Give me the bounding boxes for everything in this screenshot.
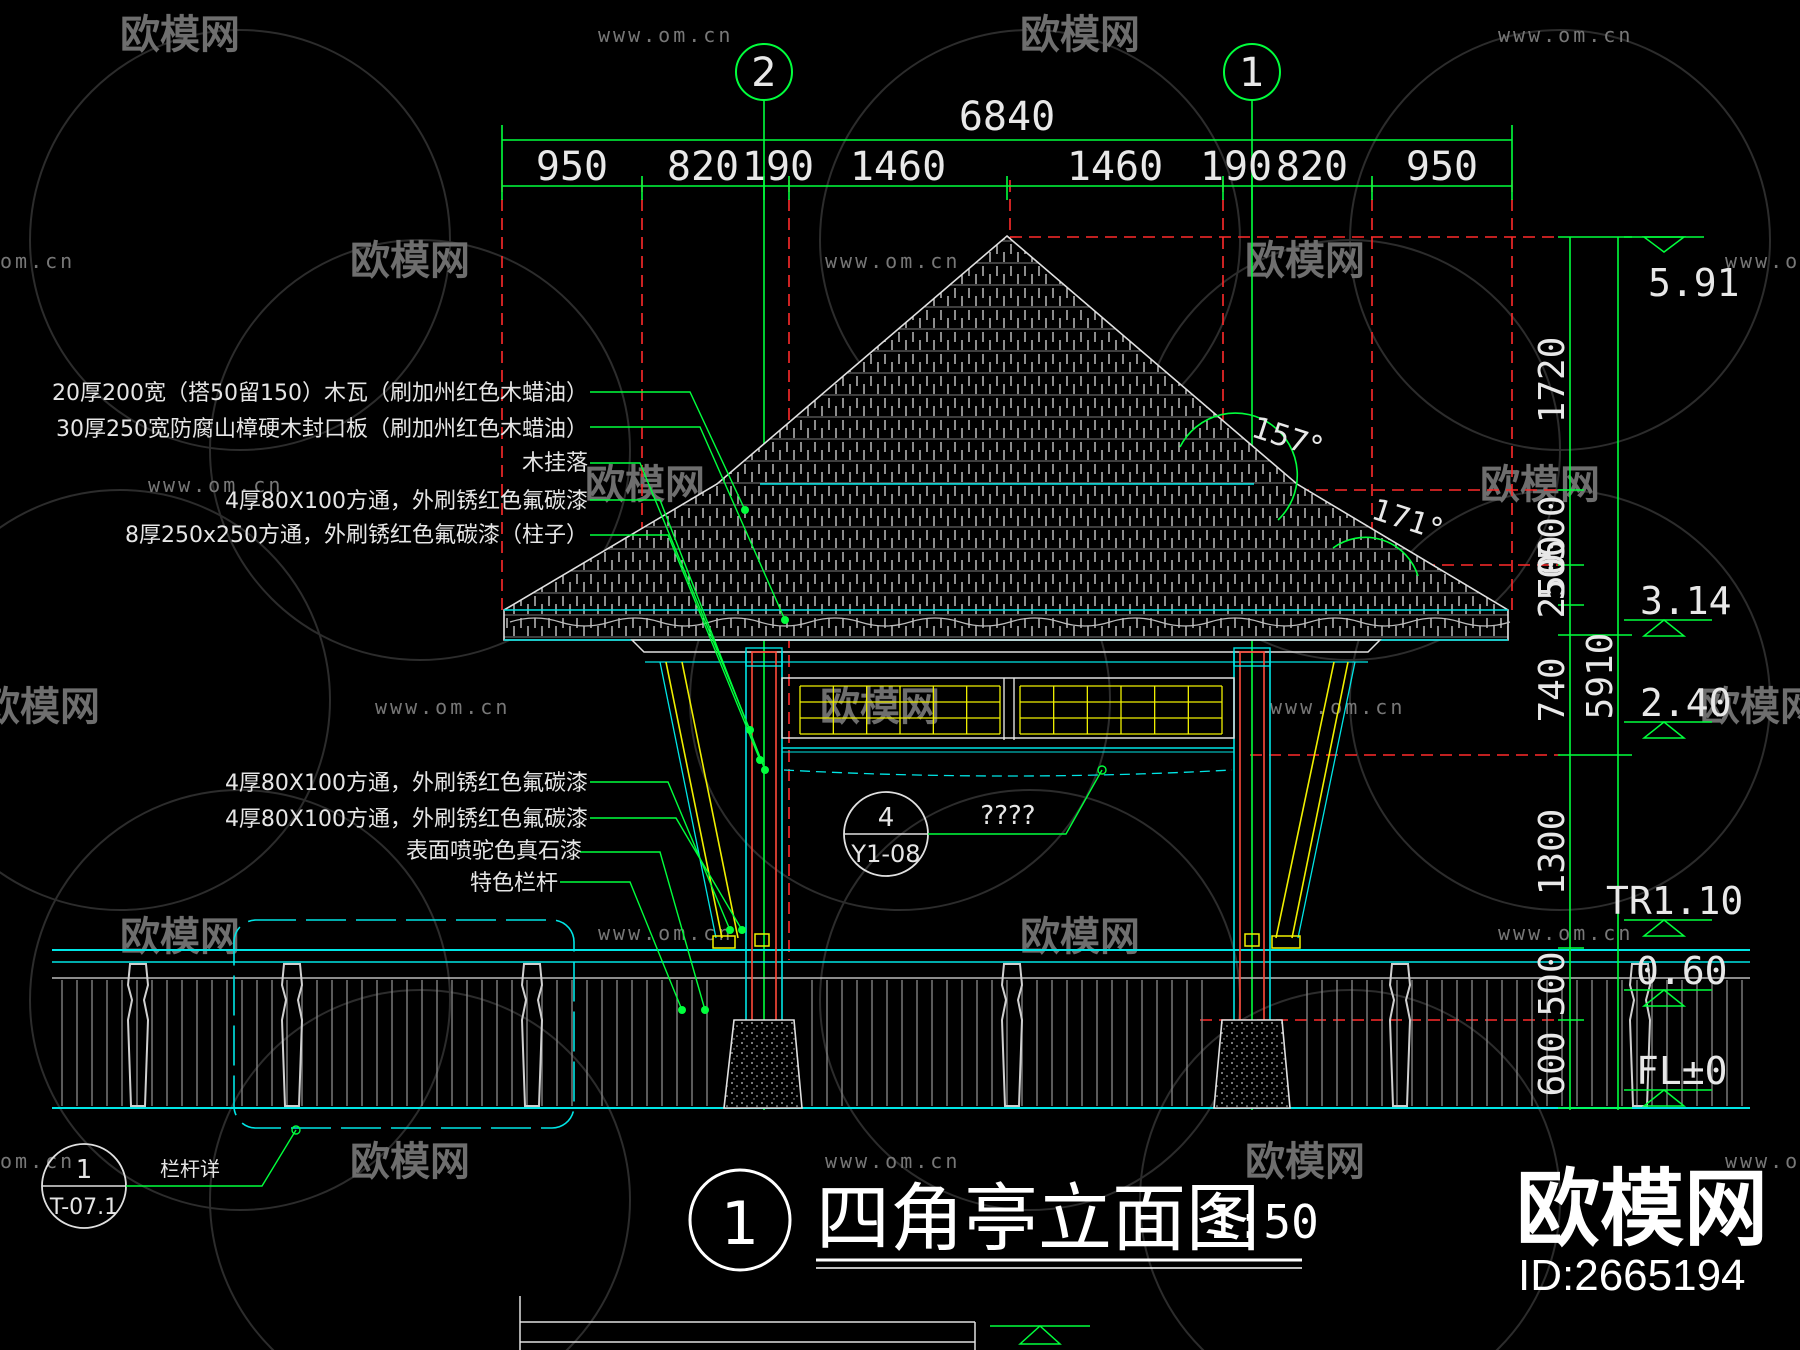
detail-ref-note: ????	[980, 801, 1035, 831]
detail-ref-sheet: Y1-08	[850, 840, 920, 868]
top-dimensions: 6840 950 820 190 1460 1460 190 820 950	[501, 94, 1513, 200]
dim-segment: 820	[1276, 144, 1348, 190]
detail-reference-railing: 1 T-07.1 栏杆详	[41, 919, 575, 1229]
watermark-url: www.om.cn	[1725, 249, 1800, 273]
dim-segment: 190	[742, 144, 814, 190]
annotation-stone-paint: 表面喷驼色真石漆	[406, 839, 582, 864]
watermark-url: www.om.cn	[1498, 921, 1633, 945]
watermark-url: om.cn	[0, 1149, 75, 1173]
annotation-steel-tube: 4厚80X100方通，外刷锈红色氟碳漆	[225, 771, 588, 796]
hanging-lattice	[781, 677, 1235, 777]
dim-segment: 190	[1200, 144, 1272, 190]
level-value: 5.91	[1648, 261, 1740, 305]
title-scale: 1:50	[1208, 1195, 1319, 1249]
railing-post	[520, 963, 544, 1107]
level-value: FL±0	[1636, 1049, 1728, 1093]
level-markers: 5.91 3.14 2.40 TR1.10 0.60 FL±0	[1606, 236, 1743, 1107]
logo-name: 欧模网	[1516, 1160, 1768, 1258]
watermark-url: www.om.cn	[825, 1149, 960, 1173]
railing-post	[280, 963, 304, 1107]
dim-vertical: 740	[1532, 657, 1573, 722]
dim-vertical: 600	[1532, 1031, 1573, 1096]
watermark-url: www.om.cn	[375, 695, 510, 719]
watermark-brand: 欧模网	[1245, 238, 1365, 284]
watermark-url: www.om.cn	[1498, 23, 1633, 47]
railing	[52, 949, 1750, 1109]
level-value: 3.14	[1640, 579, 1732, 623]
level-value: 0.60	[1636, 949, 1728, 993]
railing-post	[1000, 963, 1024, 1107]
watermark-url: om.cn	[0, 249, 75, 273]
watermark-brand: 欧模网	[1245, 1139, 1365, 1185]
dim-segment: 1460	[1067, 144, 1163, 190]
watermark-brand: 欧模网	[350, 1139, 470, 1185]
watermark-url: www.om.cn	[825, 249, 960, 273]
annotation-column-tube: 8厚250x250方通，外刷锈红色氟碳漆（柱子）	[125, 523, 588, 548]
watermark-brand: 欧模网	[1700, 684, 1800, 730]
watermark-brand: 欧模网	[120, 12, 240, 58]
axis-label-2: 2	[751, 50, 776, 96]
detail-ref-number: 4	[878, 803, 895, 833]
watermark-url: www.om.cn	[598, 23, 733, 47]
watermark-url: www.om.cn	[1270, 695, 1405, 719]
railing-post	[126, 963, 150, 1107]
detail-ref-number: 1	[76, 1155, 93, 1185]
material-annotations: 20厚200宽（搭50留150）木瓦（刷加州红色木蜡油） 30厚250宽防腐山樟…	[52, 381, 588, 896]
dim-vertical: 1720	[1532, 337, 1573, 424]
dim-segment: 950	[1406, 144, 1478, 190]
watermark-url: www.om.cn	[1725, 1149, 1800, 1173]
detail-ref-note: 栏杆详	[160, 1157, 220, 1181]
annotation-fascia-board: 30厚250宽防腐山樟硬木封口板（刷加州红色木蜡油）	[56, 417, 588, 442]
dim-vertical: 500	[1532, 495, 1573, 560]
dim-vertical: 5910	[1580, 633, 1621, 720]
dim-segment: 820	[667, 144, 739, 190]
partial-lower-drawing	[519, 1296, 1090, 1350]
dim-segment: 1460	[850, 144, 946, 190]
watermark-brand: 欧模网	[1480, 462, 1600, 508]
annotation-railing: 特色栏杆	[470, 871, 558, 896]
right-dimensions: 1720 500 250 500 740 5910 1300 500 600	[1532, 236, 1632, 1110]
leader-lines	[560, 391, 786, 1011]
title-text: 四角亭立面图	[816, 1176, 1260, 1262]
dim-total: 6840	[959, 94, 1055, 140]
site-logo: 欧模网 ID:2665194	[1516, 1160, 1768, 1300]
watermark-brand: 欧模网	[350, 238, 470, 284]
watermark-brand: 欧模网	[1020, 914, 1140, 960]
annotation-steel-tube: 4厚80X100方通，外刷锈红色氟碳漆	[225, 807, 588, 832]
annotation-hanging-lattice: 木挂落	[522, 451, 588, 476]
dim-vertical: 250	[1532, 553, 1573, 618]
title-number: 1	[721, 1189, 759, 1259]
dim-vertical: 500	[1532, 951, 1573, 1016]
drawing-title: 1 四角亭立面图 1:50	[688, 1168, 1319, 1272]
dim-vertical: 500	[1532, 535, 1573, 600]
axis-label-1: 1	[1239, 50, 1264, 96]
logo-id: ID:2665194	[1518, 1251, 1746, 1300]
dim-vertical: 1300	[1532, 809, 1573, 896]
level-value: 2.40	[1640, 681, 1732, 725]
watermark-url: www.om.cn	[598, 921, 733, 945]
watermark-brand: 欧模网	[1020, 12, 1140, 58]
watermark-url: www.om.cn	[148, 473, 283, 497]
dim-segment: 950	[536, 144, 608, 190]
watermark-brand: 欧模网	[820, 684, 940, 730]
detail-reference-lattice: 4 Y1-08 ????	[843, 765, 1107, 877]
pavilion-roof	[503, 234, 1511, 663]
annotation-steel-tube: 4厚80X100方通，外刷锈红色氟碳漆	[225, 489, 588, 514]
watermark-brand: 欧模网	[0, 684, 100, 730]
level-value: TR1.10	[1606, 879, 1743, 923]
annotation-wood-tile: 20厚200宽（搭50留150）木瓦（刷加州红色木蜡油）	[52, 381, 588, 406]
watermark-brand: 欧模网	[120, 914, 240, 960]
leader-arrows	[678, 506, 789, 1014]
detail-ref-sheet: T-07.1	[49, 1195, 118, 1220]
railing-post	[1388, 963, 1412, 1107]
